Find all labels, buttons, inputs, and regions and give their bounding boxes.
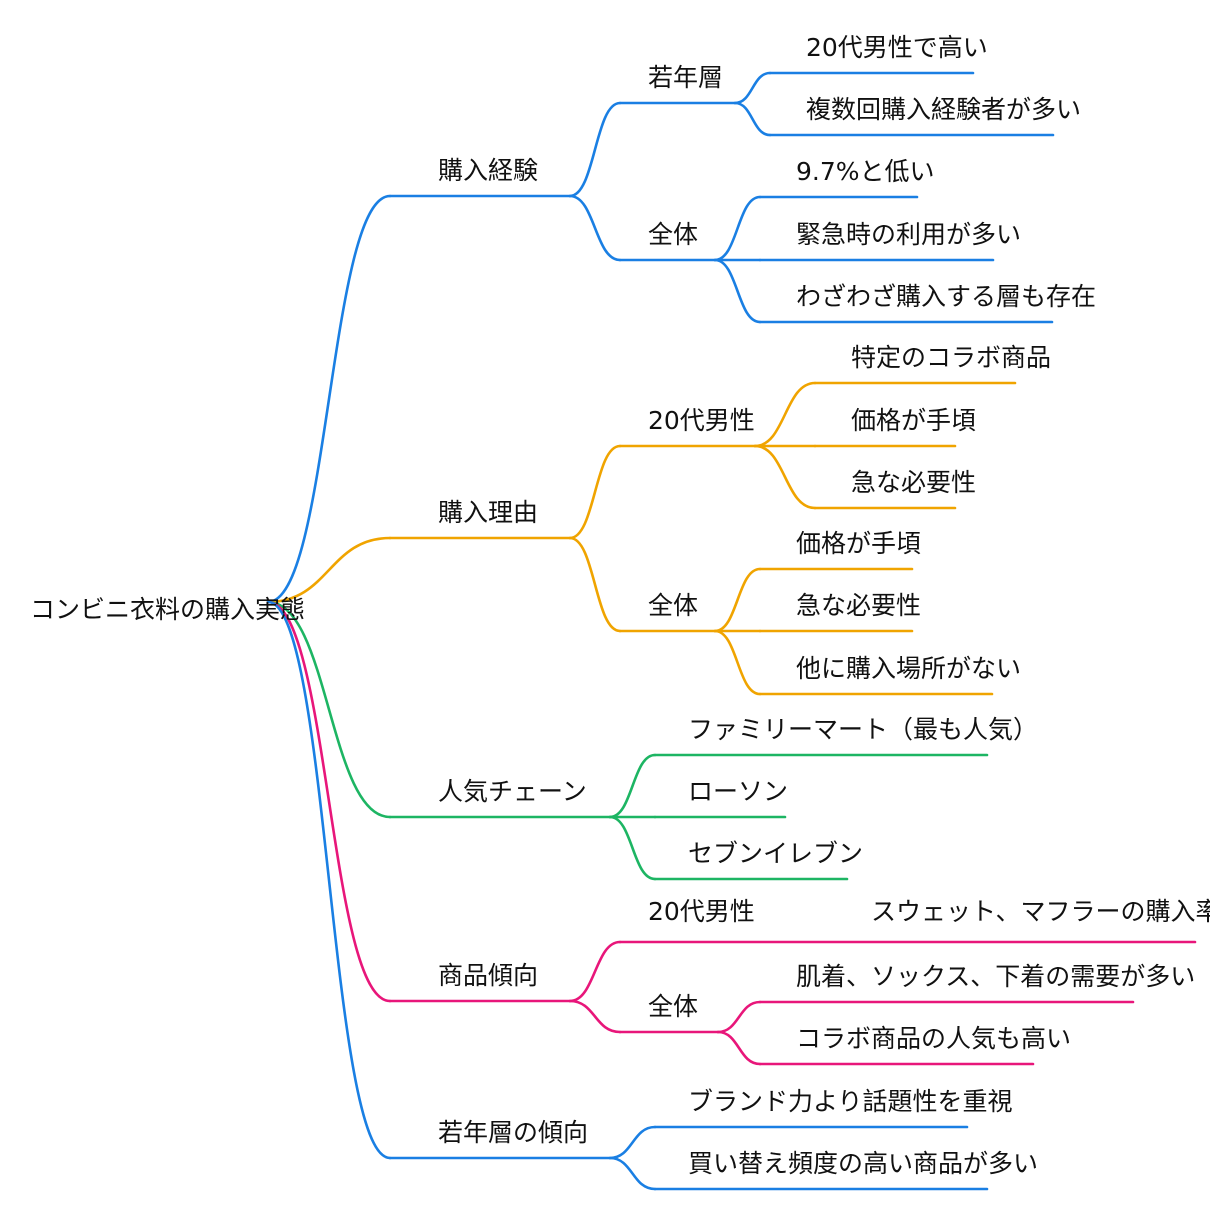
edge-group-to-leaf: [713, 567, 762, 633]
edge-root-to-branch: [266, 600, 392, 1160]
edge-root-to-branch: [266, 536, 392, 604]
branch-node: 若年層の傾向: [438, 1118, 588, 1147]
group-node: 全体: [648, 591, 698, 620]
edge-group-to-leaf: [753, 444, 817, 510]
branch-node: 購入経験: [438, 156, 538, 185]
edge-branch-to-leaf: [608, 815, 657, 881]
edge-branch-to-group: [568, 101, 622, 198]
group-node: 若年層: [648, 63, 723, 92]
leaf-node: セブンイレブン: [688, 839, 863, 868]
edge-group-to-leaf: [733, 101, 772, 137]
leaf-node: ブランド力より話題性を重視: [688, 1087, 1013, 1116]
leaf-node: 価格が手頃: [796, 529, 921, 558]
leaf-node: 20代男性で高い: [806, 33, 988, 62]
mindmap-labels: コンビニ衣料の購入実態 購入経験 若年層 20代男性で高い複数回購入経験者が多い全体…: [30, 33, 1210, 1178]
branch-node: 購入理由: [438, 498, 538, 527]
edge-branch-to-leaf: [608, 1125, 657, 1160]
mindmap-edges: [266, 71, 1197, 1191]
root-node: コンビニ衣料の購入実態: [30, 595, 305, 624]
edge-branch-to-leaf: [608, 1156, 657, 1191]
edge-root-to-branch: [266, 600, 392, 1003]
edge-group-to-leaf: [753, 381, 817, 448]
edge-root-to-branch: [266, 194, 392, 604]
edge-branch-to-group: [568, 536, 622, 633]
edge-group-to-leaf: [716, 1030, 762, 1066]
leaf-node: コラボ商品の人気も高い: [796, 1024, 1071, 1053]
leaf-node: 価格が手頃: [851, 406, 976, 435]
branch-node: 人気チェーン: [438, 777, 587, 806]
edge-branch-to-group: [568, 194, 622, 262]
leaf-node: 急な必要性: [851, 468, 976, 497]
group-node: 全体: [648, 220, 698, 249]
edge-group-to-leaf: [716, 1000, 762, 1034]
leaf-node: 複数回購入経験者が多い: [806, 95, 1081, 124]
leaf-node: わざわざ購入する層も存在: [796, 282, 1096, 311]
edge-group-to-leaf: [733, 71, 772, 105]
leaf-node: 特定のコラボ商品: [851, 343, 1051, 372]
leaf-node: 急な必要性: [796, 591, 921, 620]
edge-branch-to-group: [568, 999, 622, 1034]
edge-branch-to-leaf: [608, 753, 657, 819]
edge-group-to-leaf: [713, 195, 762, 262]
edge-branch-to-group: [568, 940, 622, 1003]
edge-group-to-leaf: [713, 629, 762, 696]
leaf-node: 9.7%と低い: [796, 157, 935, 186]
leaf-node: 買い替え頻度の高い商品が多い: [688, 1149, 1038, 1178]
leaf-node: 肌着、ソックス、下着の需要が多い: [796, 962, 1195, 991]
leaf-node: 緊急時の利用が多い: [796, 220, 1021, 249]
branch-node: 商品傾向: [438, 961, 538, 990]
leaf-node: ローソン: [688, 777, 788, 806]
group-node: 20代男性: [648, 406, 755, 435]
leaf-node: スウェット、マフラーの購入率が高い: [871, 897, 1210, 926]
edge-branch-to-group: [568, 444, 622, 540]
leaf-node: ファミリーマート（最も人気）: [688, 715, 1038, 744]
group-node: 全体: [648, 992, 698, 1021]
group-node: 20代男性: [648, 897, 755, 926]
edge-root-to-branch: [266, 600, 392, 819]
leaf-node: 他に購入場所がない: [796, 654, 1021, 683]
edge-group-to-leaf: [713, 258, 762, 324]
